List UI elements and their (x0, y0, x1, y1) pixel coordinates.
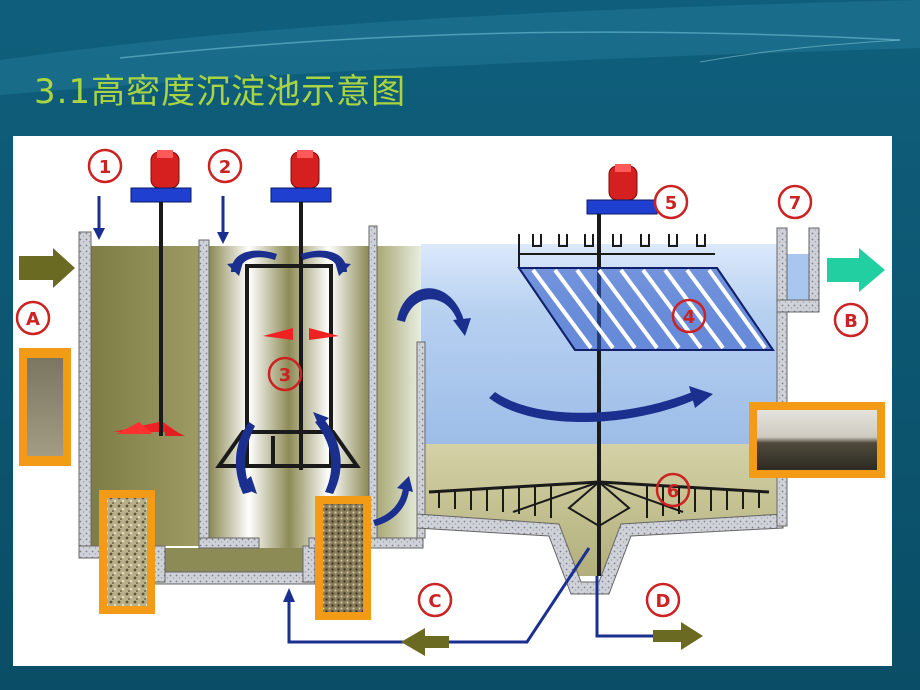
influent-arrow (19, 248, 75, 288)
diagram-canvas: 1 2 3 4 5 6 7 A (15, 148, 885, 656)
recirculation-arrow (401, 628, 449, 656)
sludge-scraper (428, 480, 770, 528)
marker-7: 7 (777, 184, 813, 220)
slide-title: 3.1高密度沉淀池示意图 (34, 72, 407, 112)
marker-6: 6 (655, 472, 691, 508)
marker-7-label: 7 (789, 193, 802, 214)
marker-3: 3 (267, 356, 303, 392)
excess-sludge-arrow (653, 622, 703, 650)
marker-4-label: 4 (683, 307, 696, 328)
marker-6-label: 6 (667, 481, 680, 502)
recirc-arrow-head (283, 588, 295, 602)
marker-2-label: 2 (219, 157, 232, 178)
marker-d-label: D (656, 591, 671, 612)
raw-water-photo (19, 348, 71, 466)
marker-c: C (417, 582, 453, 618)
marker-5: 5 (653, 184, 689, 220)
coagulated-sludge-photo (99, 490, 155, 614)
recirculated-sludge-photo (315, 496, 371, 620)
marker-b: B (833, 302, 869, 338)
marker-1: 1 (87, 148, 123, 184)
effluent-arrow (827, 248, 885, 292)
marker-1-label: 1 (99, 157, 112, 178)
marker-a: A (15, 300, 51, 336)
marker-d: D (645, 582, 681, 618)
transfer-zone (375, 246, 421, 546)
mixer-2 (215, 150, 361, 470)
marker-b-label: B (844, 311, 858, 332)
clarifier-diagram: 1 2 3 4 5 6 7 A (13, 136, 892, 666)
marker-3-label: 3 (279, 365, 292, 386)
marker-2: 2 (207, 148, 243, 184)
flow-arrows (93, 196, 713, 526)
lamella-plates (517, 267, 775, 351)
scraper-drive (586, 164, 658, 576)
marker-c-label: C (428, 591, 441, 612)
marker-a-label: A (26, 309, 40, 330)
treated-water-photo (749, 402, 885, 478)
marker-4: 4 (671, 298, 707, 334)
mixer-1 (113, 150, 192, 436)
marker-5-label: 5 (665, 193, 678, 214)
connecting-channel (163, 548, 303, 574)
